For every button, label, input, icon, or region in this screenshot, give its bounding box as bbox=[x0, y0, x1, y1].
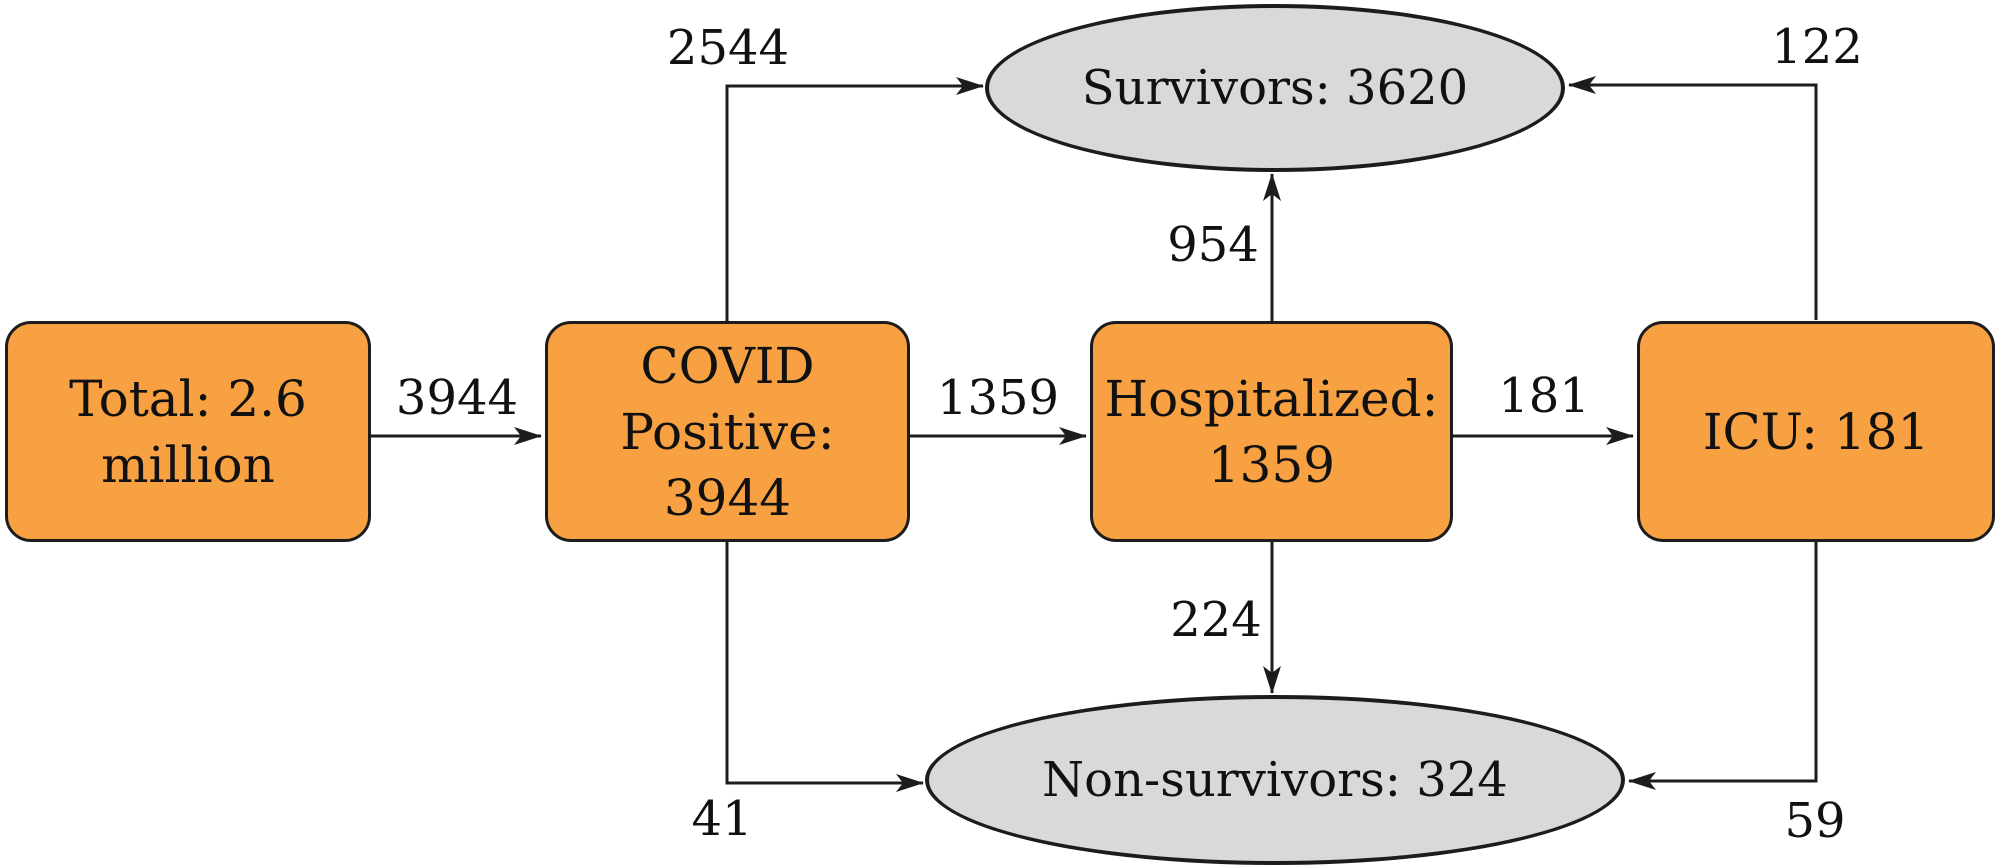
node-hospitalized-label: Hospitalized: 1359 bbox=[1104, 369, 1439, 494]
edge-hospitalized-to-non-survivors-count: 224 bbox=[1170, 592, 1262, 648]
edge-icu-to-survivors-count: 122 bbox=[1771, 19, 1863, 75]
edge-covid-to-non-survivors-line bbox=[725, 542, 924, 792]
edge-icu-to-survivors-line bbox=[1568, 76, 1818, 320]
node-total: Total: 2.6 million bbox=[5, 321, 371, 542]
node-total-label: Total: 2.6 million bbox=[69, 369, 307, 494]
edge-hospitalized-to-icu-count: 181 bbox=[1498, 368, 1590, 424]
edge-total-to-covid-count: 3944 bbox=[395, 370, 519, 426]
node-covid-positive-label: COVID Positive: 3944 bbox=[620, 336, 835, 527]
node-covid-positive: COVID Positive: 3944 bbox=[545, 321, 910, 542]
node-non-survivors: Non-survivors: 324 bbox=[925, 695, 1625, 865]
node-icu-label: ICU: 181 bbox=[1702, 402, 1930, 461]
edge-icu-to-non-survivors-count: 59 bbox=[1784, 793, 1846, 849]
edge-hospitalized-to-survivors-count: 954 bbox=[1167, 217, 1259, 273]
edge-covid-to-hospitalized-count: 1359 bbox=[936, 370, 1060, 426]
node-icu: ICU: 181 bbox=[1637, 321, 1995, 542]
edge-icu-to-non-survivors-line bbox=[1628, 540, 1818, 790]
edge-covid-to-survivors-line bbox=[725, 77, 984, 322]
node-hospitalized: Hospitalized: 1359 bbox=[1090, 321, 1453, 542]
edge-covid-to-survivors-count: 2544 bbox=[666, 20, 790, 76]
edge-covid-to-non-survivors-count: 41 bbox=[691, 791, 753, 847]
node-non-survivors-label: Non-survivors: 324 bbox=[1042, 752, 1508, 808]
node-survivors-label: Survivors: 3620 bbox=[1081, 60, 1469, 116]
node-survivors: Survivors: 3620 bbox=[985, 4, 1565, 172]
